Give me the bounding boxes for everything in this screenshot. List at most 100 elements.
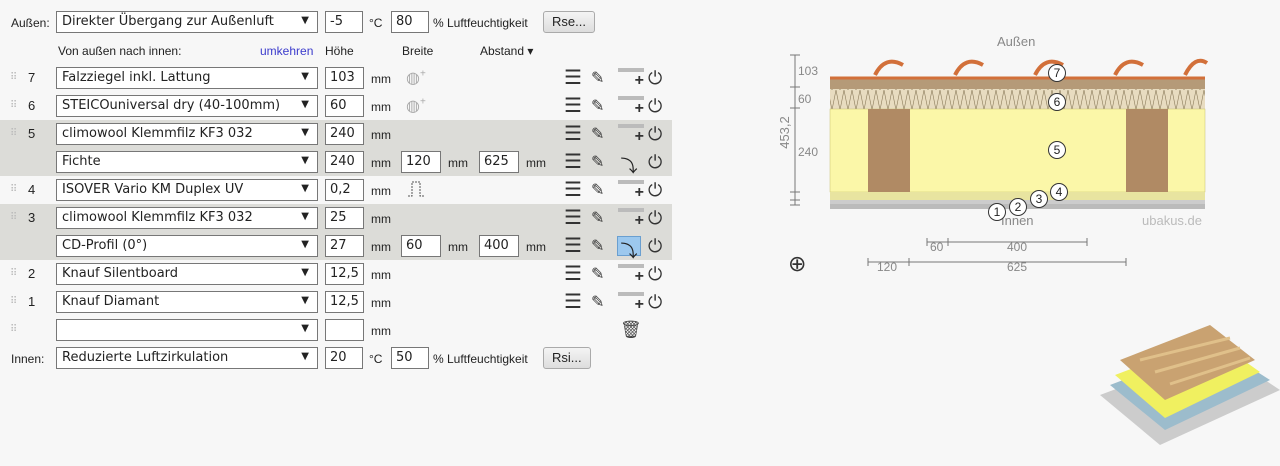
edit-pencil-icon[interactable]: ✎ bbox=[591, 294, 605, 311]
edit-pencil-icon[interactable]: ✎ bbox=[591, 210, 605, 227]
outside-temp-input[interactable]: -5 bbox=[325, 11, 363, 33]
menu-icon[interactable]: ☰ bbox=[564, 123, 582, 145]
add-sublayer-icon[interactable]: + bbox=[618, 68, 644, 89]
drag-handle-icon[interactable]: ⠿ bbox=[10, 184, 17, 195]
thickness-input[interactable]: 0,2 bbox=[325, 179, 364, 201]
add-sublayer-icon[interactable]: + bbox=[618, 264, 644, 285]
outside-humidity-input[interactable]: 80 bbox=[391, 11, 429, 33]
menu-icon[interactable]: ☰ bbox=[564, 179, 582, 201]
membrane-icon[interactable] bbox=[406, 178, 426, 198]
power-toggle-icon[interactable]: ⏻ bbox=[648, 68, 663, 88]
zoom-in-icon[interactable]: ⊕ bbox=[788, 251, 807, 276]
material-value: Fichte bbox=[62, 154, 101, 169]
power-toggle-icon[interactable]: ⏻ bbox=[648, 292, 663, 312]
inside-humidity-input[interactable]: 50 bbox=[391, 347, 429, 369]
menu-icon[interactable]: ☰ bbox=[564, 95, 582, 117]
power-toggle-icon[interactable]: ⏻ bbox=[648, 264, 663, 284]
add-sublayer-icon[interactable]: + bbox=[618, 180, 644, 201]
dropdown-arrow-icon: ▼ bbox=[301, 15, 309, 26]
power-toggle-icon[interactable]: ⏻ bbox=[648, 152, 663, 172]
thickness-input[interactable]: 12,5 bbox=[325, 263, 364, 285]
drag-handle-icon[interactable]: ⠿ bbox=[10, 72, 17, 83]
thickness-input[interactable]: 240 bbox=[325, 151, 364, 173]
thickness-input[interactable]: 12,5 bbox=[325, 291, 364, 313]
diagram-inside-label: Innen bbox=[1001, 213, 1034, 228]
menu-icon[interactable]: ☰ bbox=[564, 291, 582, 313]
drag-handle-icon[interactable]: ⠿ bbox=[10, 324, 17, 335]
material-select[interactable]: ▼ bbox=[56, 319, 318, 341]
thickness-input[interactable]: 103 bbox=[325, 67, 364, 89]
dropdown-arrow-icon: ▼ bbox=[301, 183, 309, 194]
inside-condition-select[interactable]: Reduzierte Luftzirkulation▼ bbox=[56, 347, 318, 369]
edit-pencil-icon[interactable]: ✎ bbox=[591, 238, 605, 255]
add-sublayer-icon[interactable]: + bbox=[618, 292, 644, 313]
material-select[interactable]: Knauf Diamant▼ bbox=[56, 291, 318, 313]
edit-pencil-icon[interactable]: ✎ bbox=[591, 98, 605, 115]
material-select[interactable]: Knauf Silentboard▼ bbox=[56, 263, 318, 285]
add-sublayer-icon[interactable]: + bbox=[618, 124, 644, 145]
add-sublayer-icon[interactable]: + bbox=[618, 208, 644, 229]
spacing-header[interactable]: Abstand ▾ bbox=[480, 44, 534, 58]
thickness-input[interactable] bbox=[325, 319, 364, 341]
layer-marker: 6 bbox=[1048, 93, 1066, 111]
power-toggle-icon[interactable]: ⏻ bbox=[648, 236, 663, 256]
swap-icon[interactable]: ⤵ bbox=[617, 236, 641, 261]
add-wood-grain-icon[interactable]: ◍+ bbox=[406, 96, 426, 115]
material-select[interactable]: climowool Klemmfilz KF3 032▼ bbox=[56, 207, 318, 229]
inside-temp-input[interactable]: 20 bbox=[325, 347, 363, 369]
outside-condition-select[interactable]: Direkter Übergang zur Außenluft▼ bbox=[56, 11, 318, 33]
delete-icon[interactable]: 🗑 bbox=[620, 320, 642, 339]
menu-icon[interactable]: ☰ bbox=[564, 235, 582, 257]
dropdown-arrow-icon: ▼ bbox=[301, 295, 309, 306]
width-input[interactable]: 60 bbox=[401, 235, 441, 257]
material-select[interactable]: ISOVER Vario KM Duplex UV▼ bbox=[56, 179, 318, 201]
power-toggle-icon[interactable]: ⏻ bbox=[648, 96, 663, 116]
layer-marker: 5 bbox=[1048, 141, 1066, 159]
spacing-input[interactable]: 400 bbox=[479, 235, 519, 257]
material-select[interactable]: Fichte▼ bbox=[56, 151, 318, 173]
thickness-input[interactable]: 25 bbox=[325, 207, 364, 229]
thickness-input[interactable]: 240 bbox=[325, 123, 364, 145]
thickness-input[interactable]: 60 bbox=[325, 95, 364, 117]
dim-625: 625 bbox=[1007, 260, 1028, 274]
edit-pencil-icon[interactable]: ✎ bbox=[591, 126, 605, 143]
width-input[interactable]: 120 bbox=[401, 151, 441, 173]
rsi-button[interactable]: Rsi... bbox=[543, 347, 591, 369]
add-sublayer-icon[interactable]: + bbox=[618, 96, 644, 117]
edit-pencil-icon[interactable]: ✎ bbox=[591, 266, 605, 283]
drag-handle-icon[interactable]: ⠿ bbox=[10, 268, 17, 279]
drag-handle-icon[interactable]: ⠿ bbox=[10, 100, 17, 111]
outside-label: Außen: bbox=[11, 16, 50, 30]
layer-marker: 2 bbox=[1009, 198, 1027, 216]
order-label: Von außen nach innen: bbox=[58, 44, 182, 58]
inside-label: Innen: bbox=[11, 352, 45, 366]
swap-icon[interactable]: ⤵ bbox=[620, 157, 638, 176]
material-select[interactable]: climowool Klemmfilz KF3 032▼ bbox=[56, 123, 318, 145]
menu-icon[interactable]: ☰ bbox=[564, 67, 582, 89]
drag-handle-icon[interactable]: ⠿ bbox=[10, 128, 17, 139]
edit-pencil-icon[interactable]: ✎ bbox=[591, 70, 605, 87]
thickness-input[interactable]: 27 bbox=[325, 235, 364, 257]
power-toggle-icon[interactable]: ⏻ bbox=[648, 180, 663, 200]
material-select[interactable]: CD-Profil (0°)▼ bbox=[56, 235, 318, 257]
spacing-input[interactable]: 625 bbox=[479, 151, 519, 173]
drag-handle-icon[interactable]: ⠿ bbox=[10, 296, 17, 307]
3d-preview[interactable] bbox=[1100, 300, 1280, 450]
power-toggle-icon[interactable]: ⏻ bbox=[648, 208, 663, 228]
edit-pencil-icon[interactable]: ✎ bbox=[591, 182, 605, 199]
menu-icon[interactable]: ☰ bbox=[564, 263, 582, 285]
material-select[interactable]: Falzziegel inkl. Lattung▼ bbox=[56, 67, 318, 89]
material-select[interactable]: STEICOuniversal dry (40-100mm)▼ bbox=[56, 95, 318, 117]
menu-icon[interactable]: ☰ bbox=[564, 207, 582, 229]
add-wood-grain-icon[interactable]: ◍+ bbox=[406, 68, 426, 87]
menu-icon[interactable]: ☰ bbox=[564, 151, 582, 173]
drag-handle-icon[interactable]: ⠿ bbox=[10, 212, 17, 223]
edit-pencil-icon[interactable]: ✎ bbox=[591, 154, 605, 171]
rse-button[interactable]: Rse... bbox=[543, 11, 595, 33]
thickness-unit: mm bbox=[371, 156, 391, 170]
reverse-link[interactable]: umkehren bbox=[260, 44, 314, 58]
power-toggle-icon[interactable]: ⏻ bbox=[648, 124, 663, 144]
layer-number: 5 bbox=[28, 126, 36, 141]
